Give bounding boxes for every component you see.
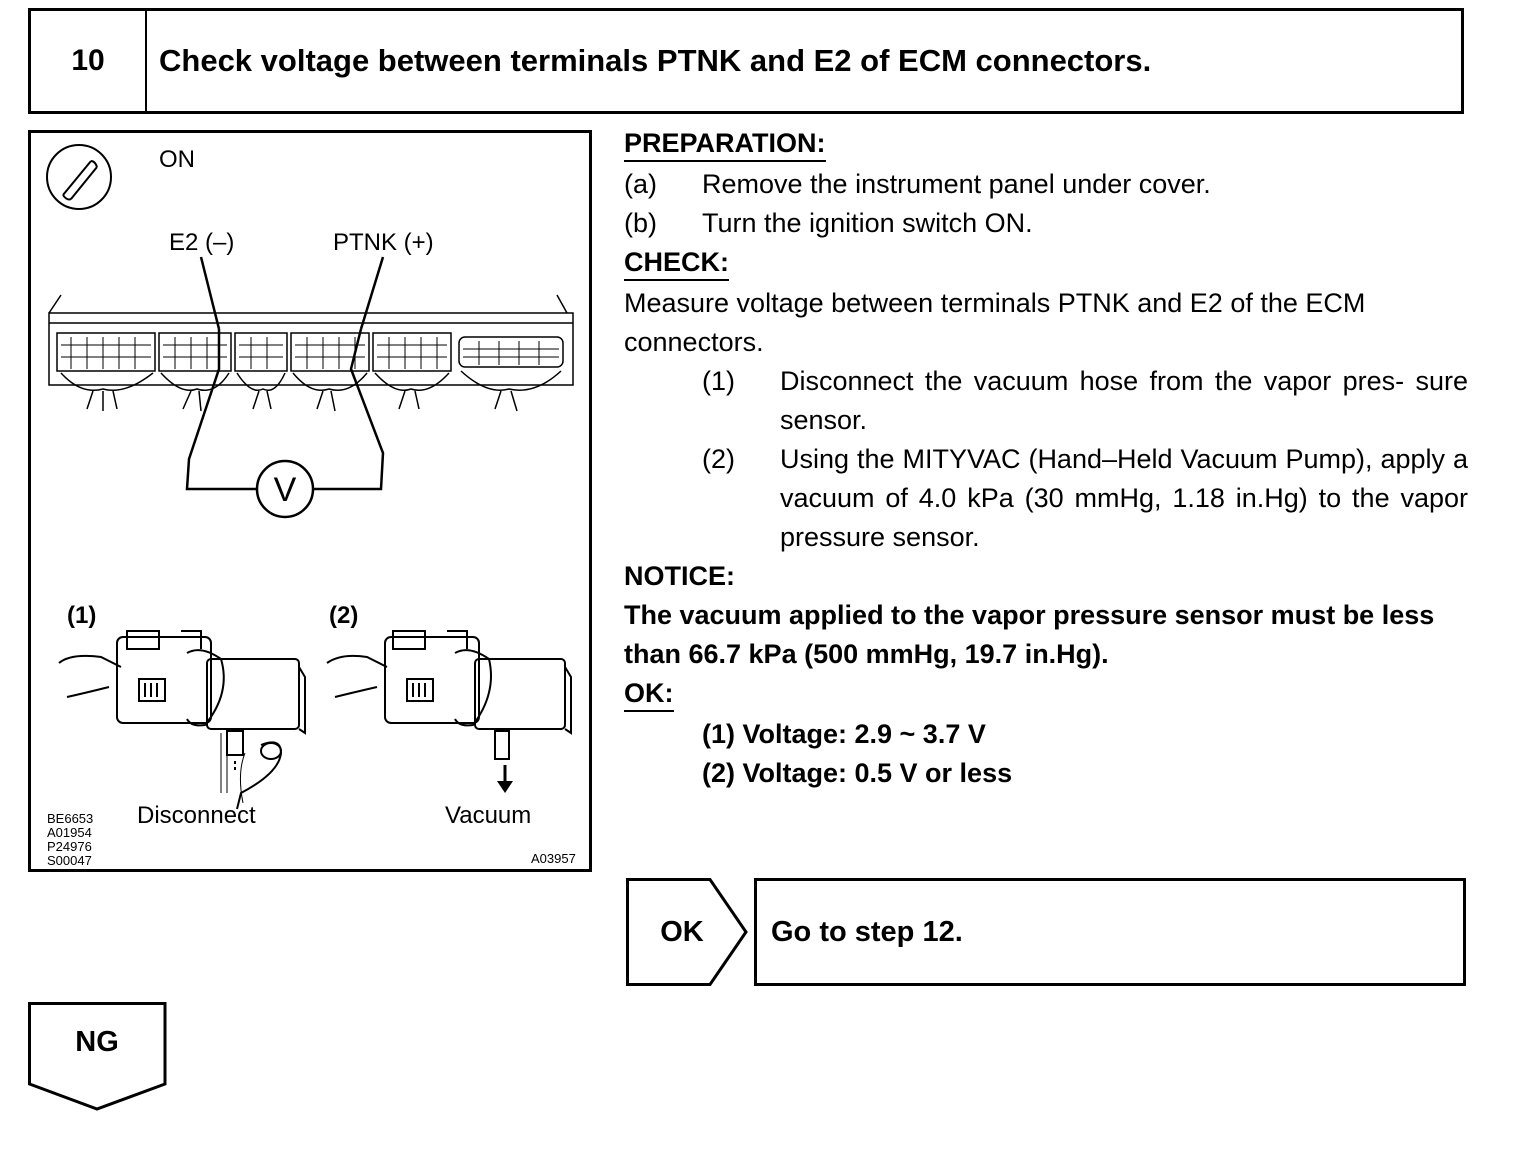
probe-pos-label: PTNK (+) [333,229,434,256]
ok-branch-action: Go to step 12. [754,878,1466,986]
vapor-pressure-sensor-vacuum [326,630,572,760]
ignition-on-label: ON [159,146,195,173]
step-number: 10 [31,11,147,111]
ref-code-3: P24976 [47,839,92,854]
check-step-label: (1) [702,366,735,396]
check-step-text: Using the MITYVAC (Hand–Held Vacuum Pump… [780,444,1468,552]
wiring-illustration: ON E2 (–) PTNK (+) [28,130,592,872]
ref-code-2: A01954 [47,825,92,840]
preparation-item-text: Remove the instrument panel under cover. [702,169,1211,199]
vapor-pressure-sensor-disconnected [58,630,306,810]
preparation-item: (a) Remove the instrument panel under co… [624,165,1468,204]
ok-spec-heading: OK: [624,676,674,712]
voltmeter-symbol: V [274,471,297,509]
ok-branch-label: OK [660,915,704,948]
ng-branch-tag: NG [28,1002,168,1112]
check-step-text: Disconnect the vacuum hose from the vapo… [780,366,1468,435]
ref-code-4: S00047 [47,853,92,868]
view2-label: (2) [329,602,358,629]
voltmeter-icon: V [255,459,315,519]
ref-code-1: BE6653 [47,811,93,826]
instructions: PREPARATION: (a) Remove the instrument p… [624,124,1468,793]
check-step: (1) Disconnect the vacuum hose from the … [702,362,1468,440]
notice-text: The vacuum applied to the vapor pressure… [624,600,1435,669]
ref-code-figure: A03957 [531,851,576,866]
ok-spec-values: (1) Voltage: 2.9 ~ 3.7 V (2) Voltage: 0.… [702,715,1468,793]
ok-spec-line: (2) Voltage: 0.5 V or less [702,758,1013,788]
probe-neg-label: E2 (–) [169,229,234,256]
ng-branch-label: NG [75,1026,119,1058]
notice-heading: NOTICE: [624,561,735,591]
down-arrow-icon [497,765,513,793]
step-title: Check voltage between terminals PTNK and… [159,43,1152,78]
probe-leads [185,256,385,491]
ecm-connector-block [48,294,574,412]
check-heading: CHECK: [624,245,729,281]
view1-label: (1) [67,602,96,629]
step-header: 10 Check voltage between terminals PTNK … [28,8,1464,114]
check-step: (2) Using the MITYVAC (Hand–Held Vacuum … [702,440,1468,557]
preparation-item-label: (b) [624,208,657,238]
vacuum-label: Vacuum [445,802,531,829]
ok-spec-line: (1) Voltage: 2.9 ~ 3.7 V [702,719,986,749]
preparation-heading: PREPARATION: [624,126,826,162]
ok-branch-tag: OK [626,878,750,986]
ignition-key-icon [46,144,112,210]
check-text: Measure voltage between terminals PTNK a… [624,288,1366,357]
preparation-item-label: (a) [624,169,657,199]
check-step-label: (2) [702,444,735,474]
preparation-item: (b) Turn the ignition switch ON. [624,204,1468,243]
disconnect-label: Disconnect [137,802,256,829]
preparation-item-text: Turn the ignition switch ON. [702,208,1033,238]
